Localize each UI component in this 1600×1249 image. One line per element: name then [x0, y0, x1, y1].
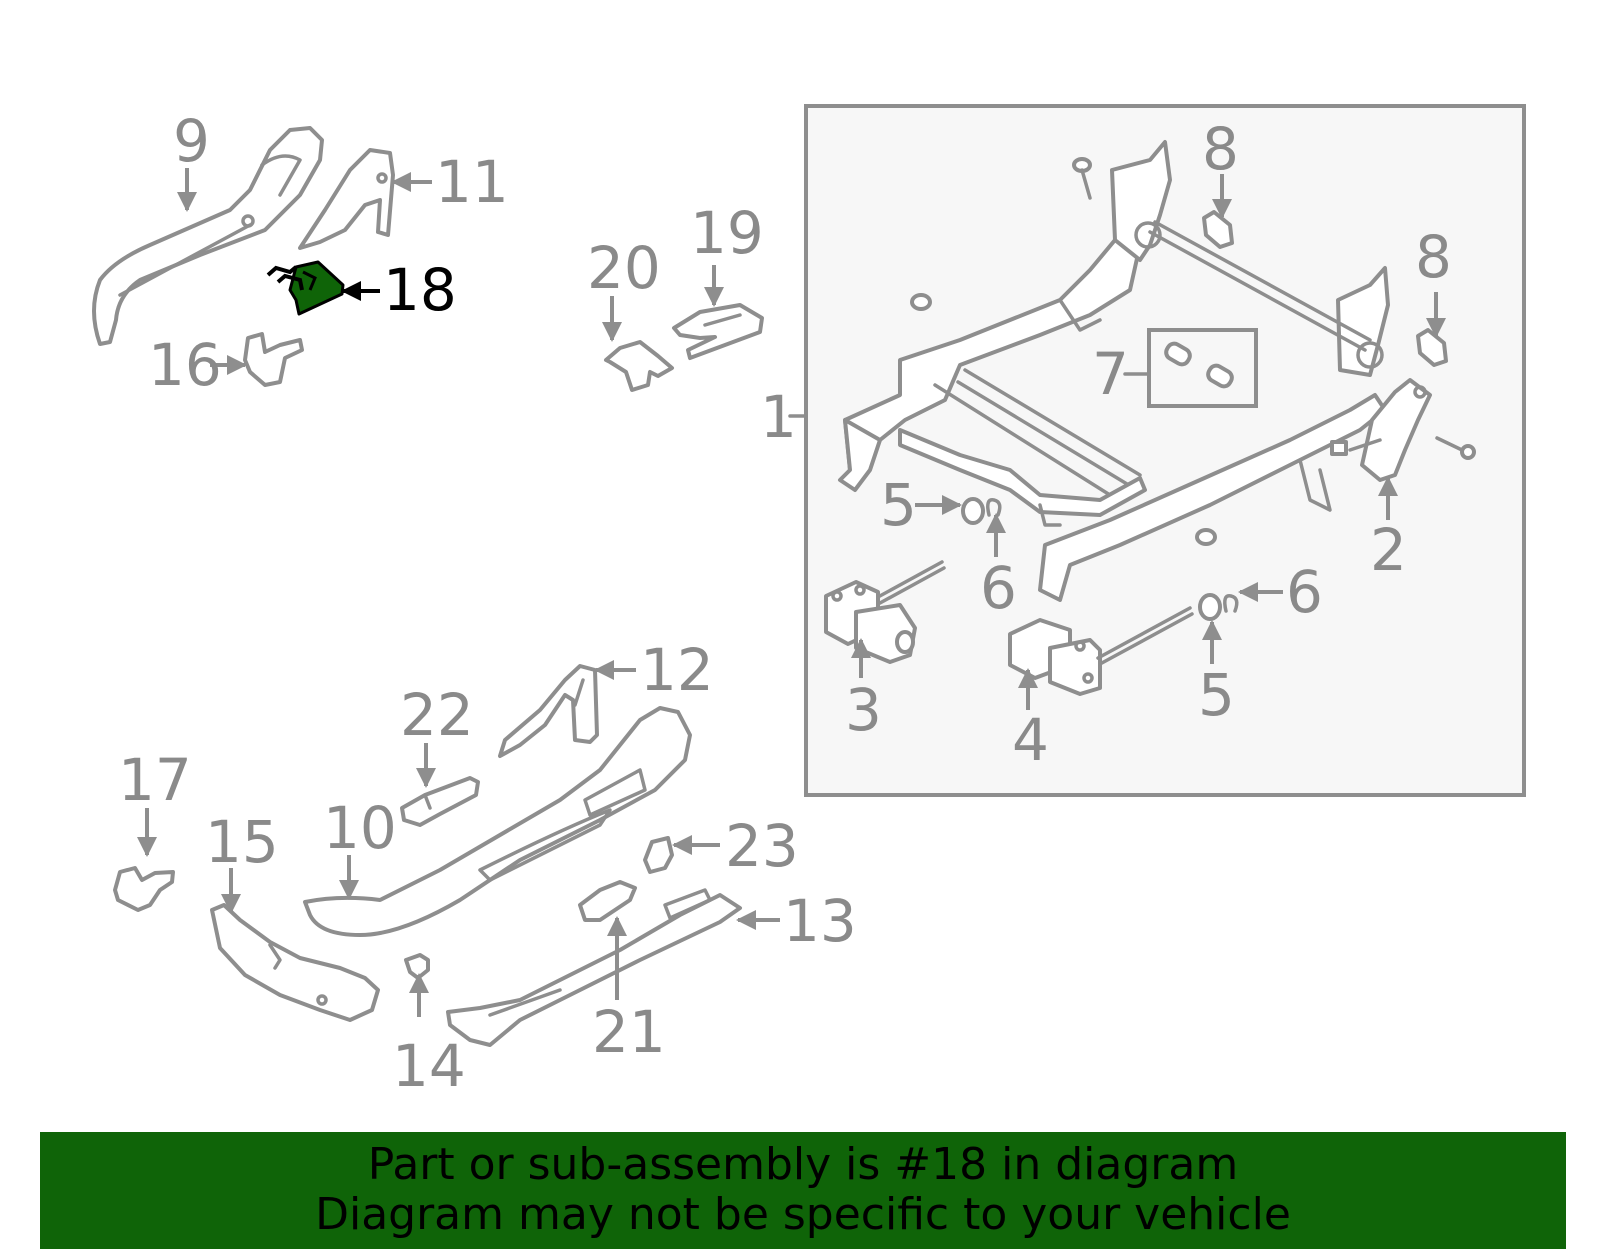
banner-line-1: Part or sub-assembly is #18 in diagram [367, 1139, 1239, 1190]
callout-2: 2 [1370, 516, 1407, 584]
small-nut-bottom [1195, 528, 1217, 546]
clip-part-14 [404, 953, 430, 980]
leader-lines [137, 168, 1446, 1017]
seat-frame-part-1 [838, 140, 1390, 602]
callout-19: 19 [690, 199, 764, 267]
clip-part-16 [243, 332, 304, 387]
callout-3: 3 [845, 676, 882, 744]
bolt-top [1072, 157, 1092, 200]
motor-part-4 [1008, 606, 1194, 696]
callout-14: 14 [392, 1032, 466, 1100]
motor-part-2 [1330, 378, 1476, 482]
banner-line-2: Diagram may not be specific to your vehi… [315, 1189, 1291, 1240]
trim-part-12 [498, 664, 599, 758]
washer-part-5a [961, 497, 985, 525]
pad-part-21 [578, 880, 637, 922]
callout-1: 1 [760, 383, 797, 451]
side-cover-part-9 [92, 126, 324, 346]
callout-15: 15 [205, 808, 279, 876]
bracket-part-18-highlighted [266, 260, 345, 316]
callout-6a: 6 [980, 554, 1017, 622]
trim-part-15 [210, 903, 380, 1022]
callout-8b: 8 [1415, 223, 1452, 291]
small-nut-left [910, 293, 932, 311]
part-7-box [1147, 328, 1258, 408]
callout-23: 23 [725, 812, 799, 880]
block-part-22 [400, 776, 480, 827]
clip-part-6a [986, 498, 1002, 517]
bracket-part-19 [672, 303, 764, 360]
callout-17: 17 [118, 746, 192, 814]
callout-16: 16 [148, 331, 222, 399]
trim-part-11 [298, 148, 395, 250]
callout-5b: 5 [1198, 661, 1235, 729]
clip-part-17 [113, 866, 175, 912]
callout-8a: 8 [1202, 115, 1239, 183]
callout-5a: 5 [880, 471, 917, 539]
rail-part-13 [446, 888, 742, 1047]
callout-7: 7 [1092, 340, 1129, 408]
callout-9: 9 [173, 107, 210, 175]
callout-18: 18 [383, 256, 457, 324]
info-banner: Part or sub-assembly is #18 in diagram D… [40, 1132, 1566, 1249]
callout-10: 10 [323, 794, 397, 862]
callout-13: 13 [783, 887, 857, 955]
callout-22: 22 [400, 681, 474, 749]
callout-12: 12 [640, 636, 714, 704]
bracket-part-20 [604, 340, 674, 392]
callout-6b: 6 [1286, 558, 1323, 626]
callout-4: 4 [1012, 706, 1049, 774]
pad-part-23 [643, 836, 674, 874]
callout-labels: 9 11 18 16 20 19 1 8 8 7 2 5 6 6 5 3 4 1… [118, 107, 1452, 1100]
callout-11: 11 [435, 148, 509, 216]
washer-part-5b [1198, 593, 1222, 621]
clip-part-6b [1223, 594, 1239, 613]
side-shield-part-10 [303, 706, 692, 937]
pins-part-7 [1164, 341, 1234, 389]
callout-21: 21 [592, 998, 666, 1066]
callout-20: 20 [587, 234, 661, 302]
